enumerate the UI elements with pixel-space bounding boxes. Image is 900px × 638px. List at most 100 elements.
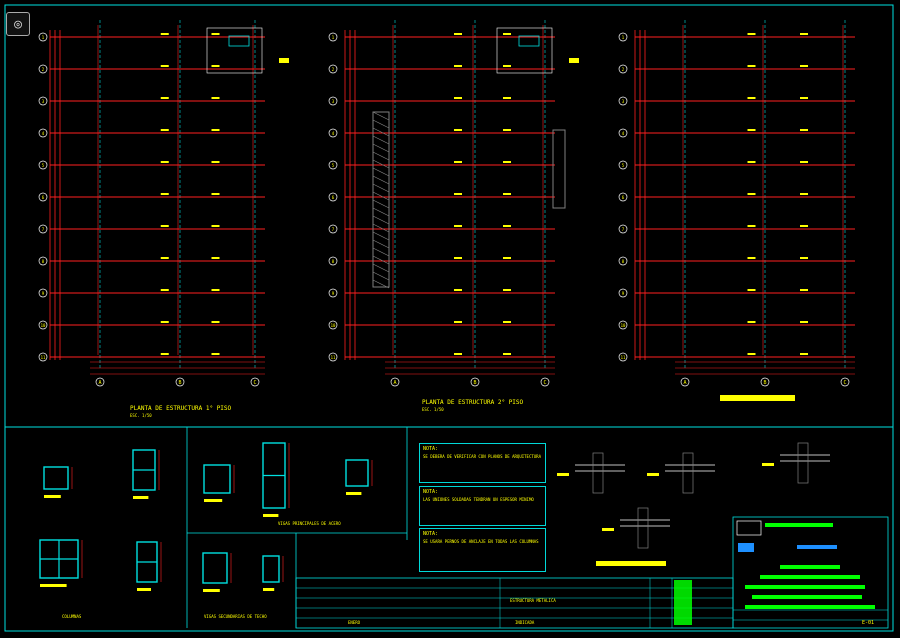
- beam-tag: [800, 65, 808, 67]
- beam-tag: [454, 33, 462, 35]
- row-marker-label: 3: [42, 99, 45, 104]
- plan-1-title: PLANTA DE ESTRUCTURA 1° PISO: [130, 405, 232, 412]
- section-label-bar: [133, 496, 149, 499]
- beam-section-3: [345, 459, 373, 495]
- column-section-4: [136, 541, 162, 591]
- beam-tag: [503, 97, 511, 99]
- connection-detail-4: [602, 507, 670, 549]
- row-marker: [618, 128, 628, 138]
- row-marker-label: 2: [332, 67, 335, 72]
- row-marker: [618, 192, 628, 202]
- beam-tag: [503, 193, 511, 195]
- roof-access-hatch: [518, 35, 540, 47]
- beam-tag: [211, 321, 220, 323]
- stair-hatch-line: [372, 127, 390, 137]
- beam-tag: [454, 321, 462, 323]
- plan-1-scale: ESC. 1/50: [130, 413, 152, 418]
- beam-tag: [454, 225, 462, 227]
- row-marker-label: 3: [332, 99, 335, 104]
- row-marker: [328, 192, 338, 202]
- row-marker: [38, 160, 48, 170]
- section-outer: [203, 464, 231, 494]
- beam-tag: [747, 129, 756, 131]
- beam-sections-label: VIGAS SECUNDARIAS DE TECHO: [204, 614, 267, 619]
- stair-hatch-line: [372, 263, 390, 273]
- axis-label: B: [178, 380, 181, 386]
- roof-access-box: [496, 27, 553, 74]
- row-marker-label: 7: [622, 227, 625, 232]
- row-marker: [618, 160, 628, 170]
- conn-plate: [797, 442, 809, 484]
- beam-tag: [211, 33, 220, 35]
- row-marker: [328, 96, 338, 106]
- beam-tag: [454, 289, 462, 291]
- beam-tag: [160, 129, 169, 131]
- beam-tag: [503, 129, 511, 131]
- note-box-1: NOTA: SE DEBERA DE VERIFICAR CON PLANOS …: [419, 443, 546, 483]
- row-marker: [38, 192, 48, 202]
- section-label-bar: [204, 499, 223, 502]
- autocad-app-icon[interactable]: ◎: [6, 12, 30, 36]
- column-section-2: [132, 449, 160, 499]
- stair-outline: [372, 111, 390, 288]
- beam-tag: [454, 129, 462, 131]
- row-marker: [38, 288, 48, 298]
- connection-detail-2: [647, 452, 715, 494]
- beam-tag: [454, 257, 462, 259]
- beam-section-5: [262, 555, 284, 591]
- beam-tag: [160, 33, 169, 35]
- beam-tag: [211, 129, 220, 131]
- beam-tag: [211, 289, 220, 291]
- beam-tag: [800, 193, 808, 195]
- row-marker-label: 2: [42, 67, 45, 72]
- stair-hatch-line: [372, 111, 390, 121]
- note-2-text: LAS UNIONES SOLDADAS TENDRAN UN ESPESOR …: [423, 497, 534, 502]
- row-marker-label: 9: [622, 291, 625, 296]
- note-2-title: NOTA:: [423, 489, 439, 495]
- beam-tag: [160, 225, 169, 227]
- row-marker-label: 4: [622, 131, 625, 136]
- row-marker-label: 9: [332, 291, 335, 296]
- plan-2-scale: ESC. 1/50: [422, 407, 444, 412]
- row-marker: [328, 64, 338, 74]
- row-marker: [618, 352, 628, 362]
- row-marker: [38, 64, 48, 74]
- row-marker-label: 8: [332, 259, 335, 264]
- beam-tag: [454, 65, 462, 67]
- row-marker-label: 6: [42, 195, 45, 200]
- axis-label: C: [253, 380, 256, 386]
- beam-tag: [160, 97, 169, 99]
- note-box-3: NOTA: SE USARA PERNOS DE ANCLAJE EN TODA…: [419, 528, 546, 572]
- note-1-text: SE DEBERA DE VERIFICAR CON PLANOS DE ARQ…: [423, 454, 542, 459]
- axis-label: B: [473, 380, 476, 386]
- stair-hatch-line: [372, 215, 390, 225]
- conn-plate: [592, 452, 604, 494]
- beam-tag: [160, 289, 169, 291]
- title-green-line: [745, 605, 875, 609]
- section-label-bar: [44, 495, 61, 498]
- axis-label: A: [98, 380, 101, 386]
- beam-section-1: [203, 464, 235, 502]
- note-1-title: NOTA:: [423, 446, 439, 452]
- row-marker-label: 5: [42, 163, 45, 168]
- beam-tag: [747, 97, 756, 99]
- beam-tag: [800, 129, 808, 131]
- stair-hatch-line: [372, 279, 390, 289]
- stair-hatch-line: [372, 119, 390, 129]
- title-green-bar: [765, 523, 833, 527]
- stair-hatch-line: [372, 159, 390, 169]
- conn-plate: [637, 507, 649, 549]
- note-3-text: SE USARA PERNOS DE ANCLAJE EN TODAS LAS …: [423, 539, 539, 544]
- stair-hatch-line: [372, 255, 390, 265]
- title-green-stamp: [674, 580, 692, 625]
- row-marker-label: 10: [41, 323, 46, 328]
- beam-tag: [160, 161, 169, 163]
- axis-label: A: [683, 380, 686, 386]
- title-blue-bar: [797, 545, 837, 549]
- row-marker: [38, 224, 48, 234]
- title-green-line: [745, 585, 865, 589]
- beam-tag: [211, 65, 220, 67]
